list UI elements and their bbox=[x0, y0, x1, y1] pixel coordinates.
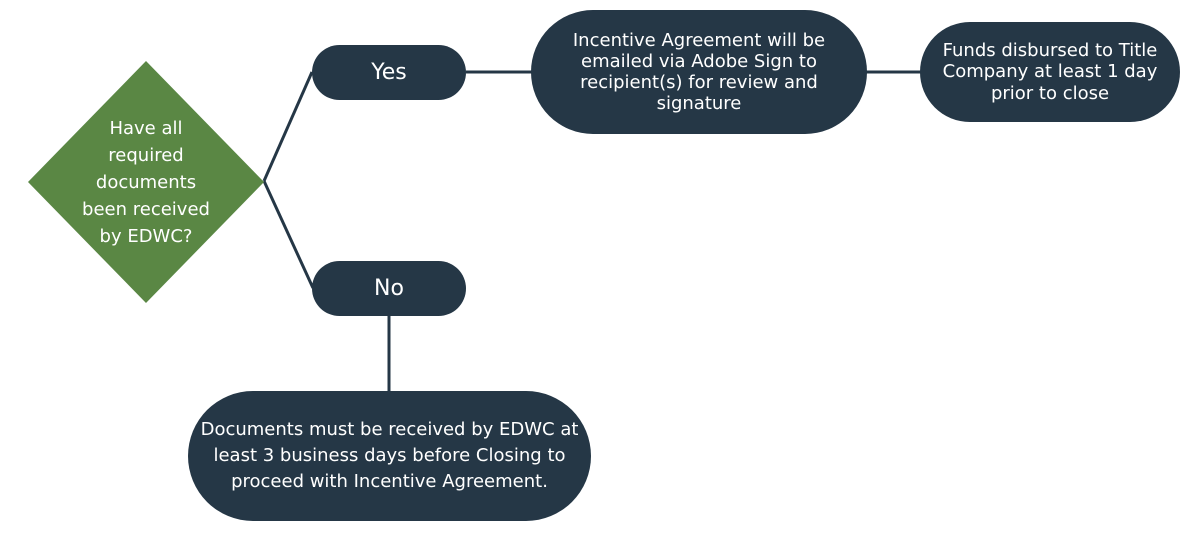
connector-decision-to-yes bbox=[262, 71, 314, 182]
decision-text: Have all required documents been receive… bbox=[82, 117, 210, 247]
funds-node: Funds disbursed to Title Company at leas… bbox=[920, 22, 1180, 122]
agreement-text: Incentive Agreement will be emailed via … bbox=[572, 29, 826, 115]
documents-node: Documents must be received by EDWC at le… bbox=[188, 391, 591, 521]
connector-decision-to-no bbox=[262, 180, 315, 289]
diamond-shape bbox=[28, 61, 264, 303]
decision-diamond: Have all required documents been receive… bbox=[28, 61, 264, 303]
documents-text: Documents must be received by EDWC at le… bbox=[200, 418, 579, 493]
no-node: No bbox=[312, 261, 466, 316]
funds-text: Funds disbursed to Title Company at leas… bbox=[942, 39, 1158, 104]
agreement-node: Incentive Agreement will be emailed via … bbox=[531, 10, 867, 134]
yes-label: Yes bbox=[371, 60, 407, 85]
yes-node: Yes bbox=[312, 45, 466, 100]
no-label: No bbox=[374, 276, 404, 301]
